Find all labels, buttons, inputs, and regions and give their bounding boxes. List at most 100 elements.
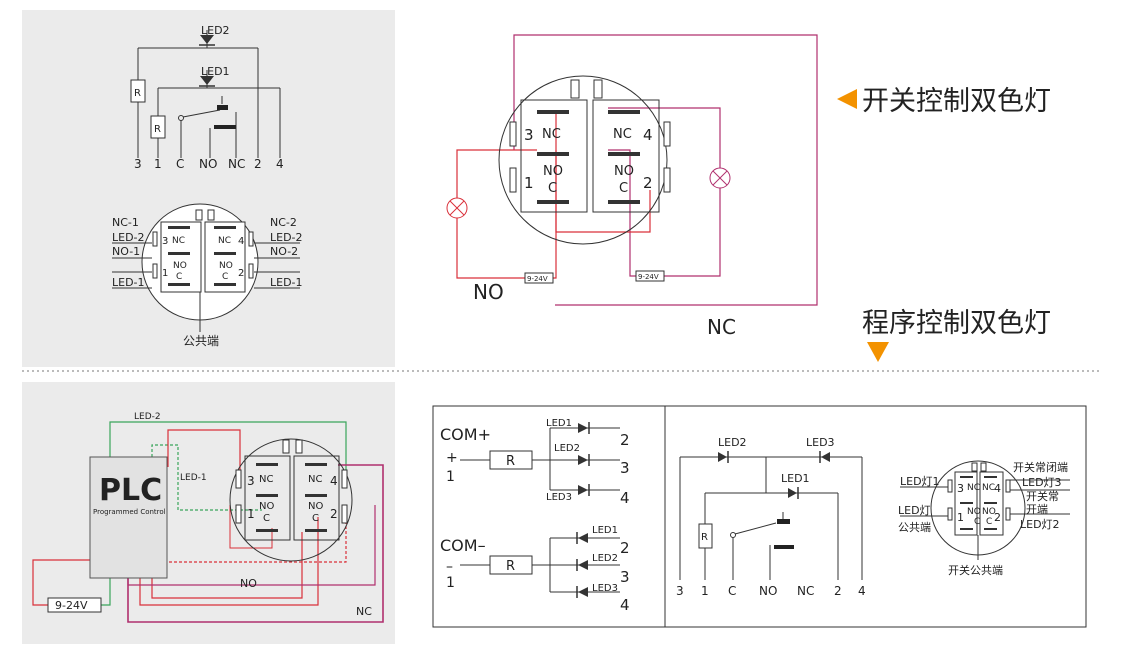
com-minus-sign: –: [446, 559, 453, 575]
switch-num-1: 1: [162, 268, 168, 279]
pin-label: 3: [134, 157, 142, 171]
switch-num-1: 1: [524, 174, 534, 192]
switch-nc-right: NC: [218, 236, 231, 246]
resistor-lower-label: R: [154, 124, 161, 135]
switch-nc-left: NC: [967, 483, 980, 493]
pin-desc-left: LED灯: [898, 504, 931, 517]
right-pinout-labels: LED灯1 LED灯 公共端 开关常闭端 LED灯3 开关常 开端 LED灯2 …: [898, 460, 1068, 577]
switch-num-2: 2: [643, 174, 653, 192]
plc-supply-label: 9-24V: [55, 599, 88, 612]
mid-resistor-label: R: [701, 532, 708, 543]
led-label: LED2: [554, 443, 580, 454]
down-arrow-icon: [867, 342, 889, 362]
com-plus-sign: +: [446, 450, 458, 466]
diode-icon: [578, 485, 588, 495]
switch-c-right: C: [222, 272, 228, 282]
top-left-schematic: [130, 47, 281, 158]
diode-icon: [578, 533, 588, 543]
right-label: NO-2: [270, 245, 298, 258]
pin-label: 2: [834, 584, 842, 598]
pin-label: 4: [276, 157, 284, 171]
switch-no-left: NO: [967, 507, 981, 517]
switch-num-1: 1: [247, 507, 255, 521]
diode-icon: [821, 452, 830, 462]
plc-no-label: NO: [240, 577, 257, 590]
top-right-wiring: [456, 34, 818, 306]
switch-num-1: 1: [957, 511, 964, 524]
supply-box-left: [524, 272, 554, 284]
left-label: LED-2: [112, 231, 145, 244]
pin-label: 2: [254, 157, 262, 171]
pin-label: NO: [759, 584, 777, 598]
terminal-number: 3: [620, 459, 630, 477]
mid-led3-label: LED3: [806, 436, 835, 449]
com-minus-one: 1: [446, 575, 455, 591]
top-left-pin-labels: 3 1 C NO NC 2 4: [134, 157, 284, 171]
left-label: NC-1: [112, 216, 139, 229]
com-minus-label: COM–: [440, 536, 486, 555]
switch-c-right: C: [619, 181, 628, 196]
plc-box: [89, 456, 168, 579]
switch-nc-left: NC: [172, 236, 185, 246]
plc-nc-label: NC: [356, 605, 372, 618]
top-left-pinout-text: 3 NC 1 NO C 4 NC 2 NO C: [162, 236, 244, 282]
led2-diode-symbol: [199, 30, 215, 48]
pin-label: C: [176, 157, 184, 171]
switch-nc-right: NC: [982, 483, 995, 493]
left-label: LED-1: [112, 276, 145, 289]
led1-diode-symbol: [199, 70, 215, 88]
top-left-switch-pinout: [112, 203, 300, 332]
switch-num-3: 3: [957, 482, 964, 495]
lamp-icon: [709, 167, 731, 189]
diode-icon: [718, 452, 727, 462]
top-left-side-labels: NC-1 LED-2 NO-1 LED-1 NC-2 LED-2 NO-2 LE…: [112, 216, 303, 289]
pin-label: NC: [228, 157, 245, 171]
diode-icon: [578, 560, 588, 570]
com-minus-diodes: [576, 532, 588, 598]
pin-desc-right: 开关常闭端: [1013, 460, 1068, 474]
switch-c-right: C: [312, 513, 319, 524]
top-right-switch-text: 3 NC 1 NO C 4 NC 2 NO C: [524, 126, 653, 196]
switch-no-right: NO: [614, 164, 634, 179]
middle-schematic: [679, 456, 863, 580]
pin-desc-left: 公共端: [898, 521, 931, 534]
program-control-title: 程序控制双色灯: [862, 308, 1051, 339]
switch-control-title: 开关控制双色灯: [862, 86, 1051, 117]
pin-label: 1: [154, 157, 162, 171]
right-pinout: [900, 460, 1070, 560]
switch-c-right: C: [986, 517, 992, 527]
switch-no-right: NO: [308, 501, 323, 512]
mid-led1-label: LED1: [781, 472, 810, 485]
right-pinout-switch-text: 3 NC 1 NO C 4 NC 2 NO C: [957, 482, 1001, 527]
switch-num-2: 2: [238, 268, 244, 279]
switch-c-left: C: [263, 513, 270, 524]
supply-box-right: [635, 270, 665, 282]
com-plus-diodes: [578, 422, 590, 496]
pin-desc-right: LED灯3: [1022, 476, 1062, 489]
no-wiring-label: NO: [473, 280, 504, 304]
pin-desc-bottom: 开关公共端: [948, 563, 1003, 577]
switch-contact-bottom: [774, 545, 794, 549]
switch-num-4: 4: [643, 126, 653, 144]
terminal-number: 3: [620, 568, 630, 586]
switch-no-left: NO: [259, 501, 274, 512]
switch-num-3: 3: [247, 474, 255, 488]
switch-nc-right: NC: [308, 474, 322, 485]
switch-c-left: C: [974, 517, 980, 527]
switch-num-3: 3: [524, 126, 534, 144]
left-label: NO-1: [112, 245, 140, 258]
diode-icon: [578, 455, 588, 465]
switch-num-2: 2: [330, 507, 338, 521]
switch-no-left: NO: [173, 261, 187, 271]
com-plus-one: 1: [446, 469, 455, 485]
pin-desc-left: LED灯1: [900, 475, 940, 488]
plc-led1-label: LED-1: [180, 473, 207, 483]
pin-label: 3: [676, 584, 684, 598]
plc-title: PLC: [99, 473, 162, 508]
led-label: LED1: [546, 418, 572, 429]
resistor-label: R: [506, 454, 515, 469]
terminal-number: 4: [620, 596, 630, 614]
switch-num-4: 4: [330, 474, 338, 488]
switch-num-2: 2: [994, 511, 1001, 524]
